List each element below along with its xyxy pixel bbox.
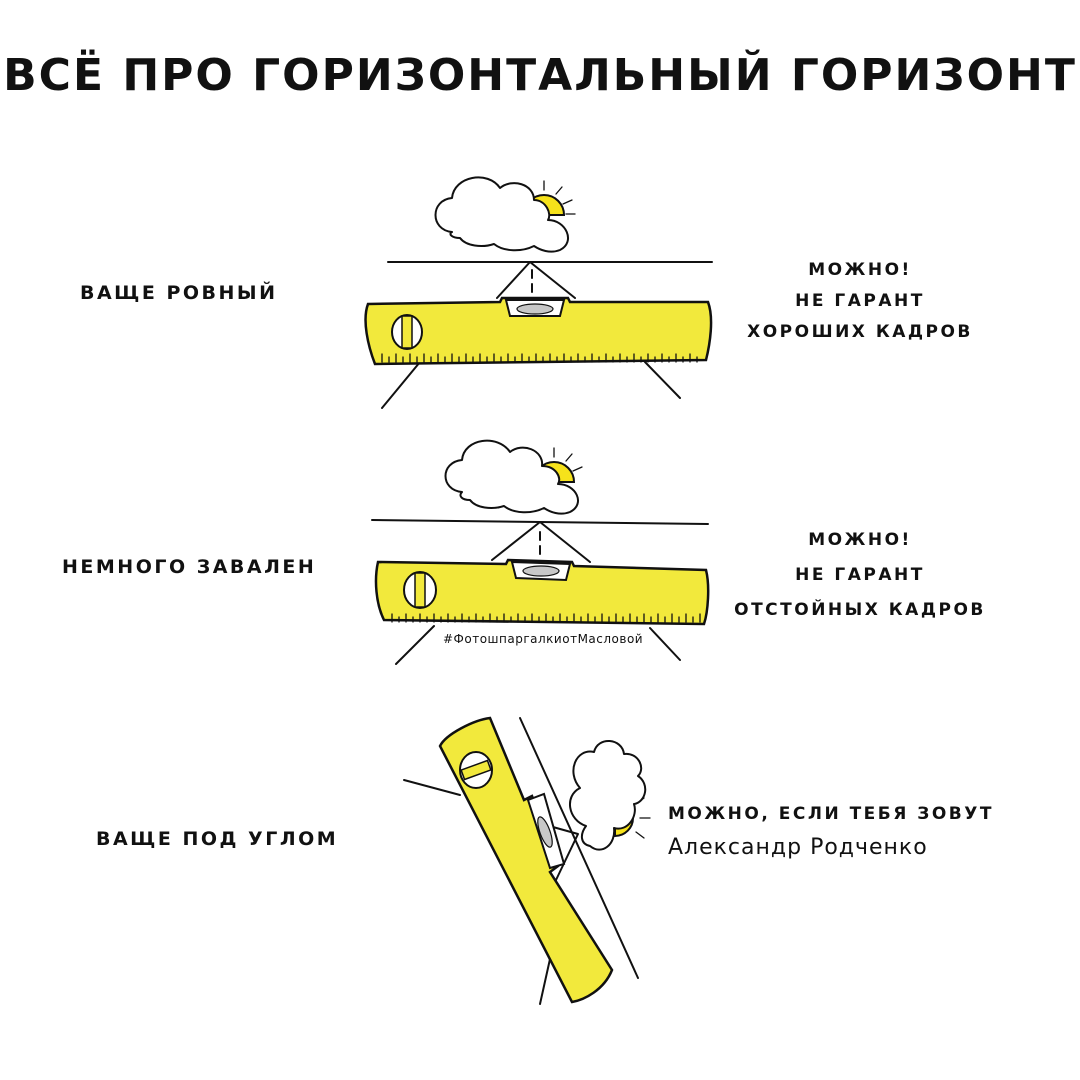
- section-label-angled: Ваще под углом: [96, 828, 339, 850]
- note-angled-line-2: Александр Родченко: [668, 835, 928, 860]
- note-level-line-1: можно!: [808, 260, 912, 280]
- note-level-line-3: хороших кадров: [747, 322, 973, 342]
- perspective-triangle: [491, 521, 591, 563]
- perspective-line-right: [649, 627, 681, 661]
- page-title: Всё про горизонтальный горизонт: [3, 50, 1077, 101]
- spirit-level-icon: [438, 716, 614, 1004]
- section-label-level: Ваще ровный: [80, 282, 278, 304]
- perspective-line-left: [403, 779, 461, 796]
- note-slightly-tilted: можно! не гарант отстойных кадров: [730, 532, 990, 619]
- cloud-icon: [434, 176, 569, 253]
- perspective-line-right: [644, 361, 681, 399]
- note-tilted-line-3: отстойных кадров: [734, 600, 986, 620]
- note-angled: можно, если тебя зовут Александр Родченк…: [668, 806, 1018, 859]
- note-level-line-2: не гарант: [795, 291, 925, 311]
- cloud-sun-illustration-2: [444, 439, 583, 515]
- perspective-line-left: [395, 625, 435, 665]
- cloud-sun-illustration-1: [434, 176, 576, 253]
- cloud-icon: [569, 740, 647, 851]
- section-label-slightly-tilted: Немного завален: [62, 556, 317, 578]
- cloud-icon: [444, 439, 579, 515]
- spirit-level-icon: [374, 558, 710, 626]
- note-angled-line-1: можно, если тебя зовут: [668, 804, 994, 824]
- cloud-sun-illustration-3: [569, 740, 651, 851]
- hashtag-caption: #ФотошпаргалкиотМасловой: [443, 632, 644, 646]
- note-tilted-line-2: не гарант: [795, 565, 925, 585]
- perspective-line-left: [381, 361, 421, 409]
- note-tilted-line-1: можно!: [808, 530, 912, 550]
- perspective-triangle: [496, 261, 576, 299]
- tilted-horizon-line: [519, 717, 639, 979]
- note-level: можно! не гарант хороших кадров: [740, 262, 980, 341]
- spirit-level-icon: [364, 296, 713, 366]
